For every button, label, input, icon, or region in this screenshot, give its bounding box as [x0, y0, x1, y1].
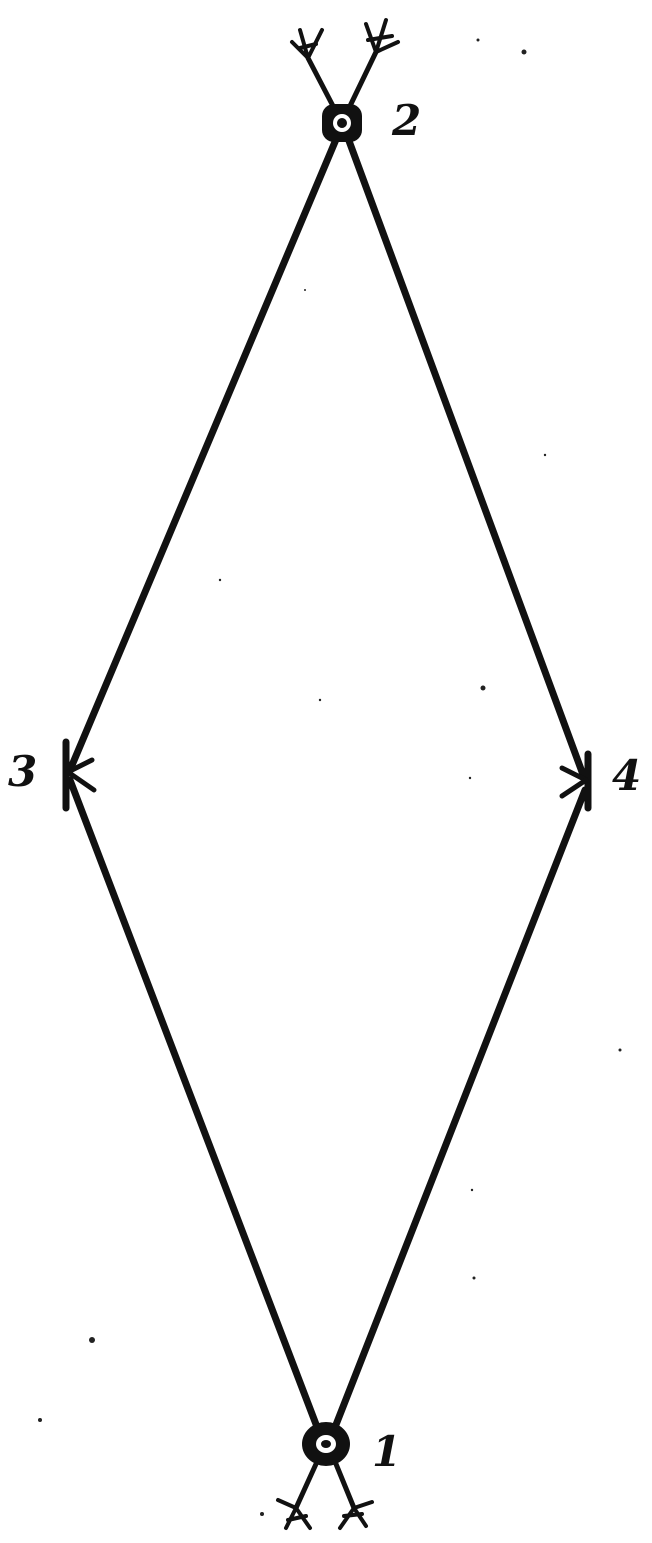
- node-bottom: [278, 1422, 372, 1528]
- edge-top-left: [70, 130, 340, 770]
- scan-noise: [38, 39, 622, 1517]
- node-label-top: 2: [391, 96, 421, 145]
- node-label-bottom: 1: [372, 1427, 401, 1476]
- edge-top-right: [345, 130, 585, 780]
- node-label-right: 4: [612, 751, 641, 800]
- edge-right-bottom: [330, 790, 585, 1440]
- node-label-left: 3: [8, 747, 37, 796]
- node-top: [292, 20, 398, 142]
- edge-left-bottom: [70, 780, 322, 1440]
